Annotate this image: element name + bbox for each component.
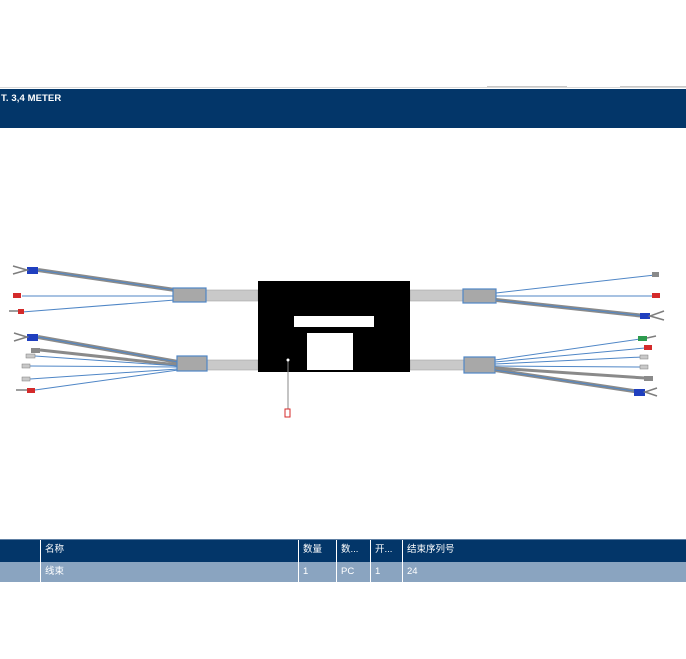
left-lower-terminals xyxy=(13,332,40,393)
column-header-select[interactable] xyxy=(0,540,40,562)
drop-wire-ferrule xyxy=(284,408,291,418)
column-header-end-serial[interactable]: 结束序列号 xyxy=(402,540,686,562)
drop-wire-node xyxy=(286,358,290,362)
table-header: 名称 数量 数... 开... 结束序列号 xyxy=(0,539,686,562)
column-header-unit[interactable]: 数... xyxy=(336,540,370,562)
left-upper-terminals xyxy=(9,265,38,314)
row-select-cell[interactable] xyxy=(0,562,40,582)
row-quantity-cell[interactable]: 1 xyxy=(298,562,336,582)
column-header-name[interactable]: 名称 xyxy=(40,540,298,562)
body-label-strip xyxy=(294,316,374,327)
right-lower-wires xyxy=(494,338,646,394)
title-bar: T. 3,4 METER xyxy=(0,89,686,128)
table-row[interactable]: 线束 1 PC 1 24 xyxy=(0,562,686,582)
page-title: T. 3,4 METER xyxy=(1,93,62,104)
body-label-box xyxy=(307,333,353,370)
row-name-cell[interactable]: 线束 xyxy=(40,562,298,582)
left-upper-wires xyxy=(21,268,176,313)
left-upper-connector xyxy=(172,287,207,303)
toolbar-divider xyxy=(0,87,686,88)
cable-harness-diagram[interactable] xyxy=(0,128,686,538)
left-lower-wires xyxy=(29,335,179,391)
right-upper-terminals xyxy=(640,272,665,321)
row-start-cell[interactable]: 1 xyxy=(370,562,402,582)
left-lower-connector xyxy=(176,355,208,372)
right-lower-connector xyxy=(463,356,496,374)
column-header-quantity[interactable]: 数量 xyxy=(298,540,336,562)
right-upper-wires xyxy=(495,274,656,318)
toolbar-separator-left xyxy=(487,86,567,87)
row-end-serial-cell[interactable]: 24 xyxy=(402,562,686,582)
column-header-start[interactable]: 开... xyxy=(370,540,402,562)
row-unit-cell[interactable]: PC xyxy=(336,562,370,582)
toolbar-separator-right xyxy=(620,86,686,87)
right-lower-terminals xyxy=(634,335,658,397)
right-upper-connector xyxy=(462,288,497,304)
